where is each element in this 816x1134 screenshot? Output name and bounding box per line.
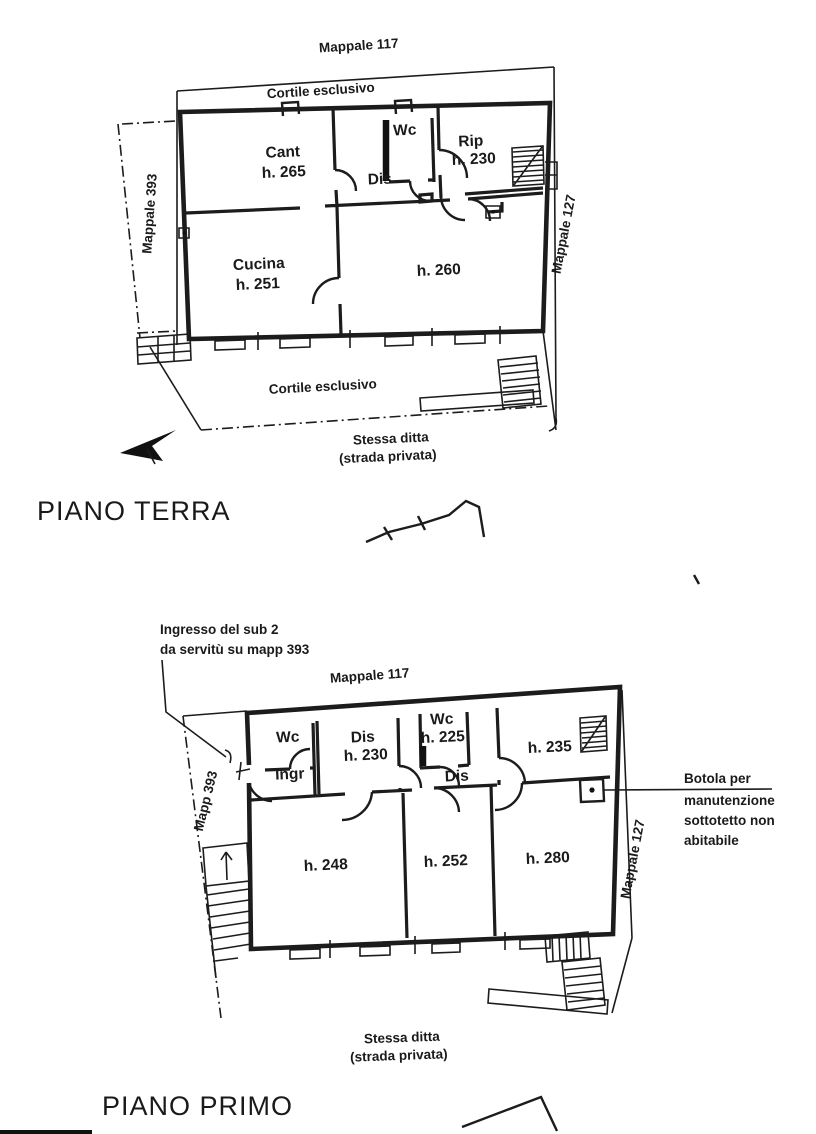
room-dis-mid-label: Dis: [444, 767, 469, 785]
room-ingr-label: Ingr: [275, 765, 305, 783]
north-arrow-tail: [146, 448, 156, 465]
ground-rip-staircase: [511, 145, 545, 187]
room-260-height: h. 260: [416, 261, 461, 280]
boundary-zigzag-mark-top: [365, 499, 486, 544]
room-dis-left-label: Dis: [350, 728, 375, 746]
first-parcel-right-label: Mappale 127: [618, 818, 648, 900]
botola-hatch-dot: [589, 787, 595, 793]
entrance-note-line2: da servitù su mapp 393: [160, 642, 310, 657]
ground-courtyard-bottom-label: Cortile esclusivo: [268, 376, 377, 397]
ground-parcel-left-label: Mappale 393: [139, 173, 160, 255]
room-wc-left-label: Wc: [276, 728, 300, 746]
ground-door-arcs: [311, 148, 492, 305]
ground-dashed-boundary-lines: [117, 120, 550, 431]
first-exterior-walls: [244, 684, 623, 952]
first-floor-title: PIANO PRIMO: [102, 1091, 293, 1121]
room-rip-height: h. 230: [451, 150, 496, 169]
ground-parcel-right-label: Mappale 127: [549, 193, 579, 275]
room-280-height: h. 280: [525, 849, 570, 868]
ground-parcel-boundary-lines: [149, 66, 558, 432]
entrance-note-line1: Ingresso del sub 2: [160, 622, 279, 637]
first-exterior-stair-left: [202, 842, 252, 979]
ground-exterior-stair-left: [136, 333, 192, 365]
room-252-height: h. 252: [423, 852, 468, 871]
hatch-note-line1: Botola per: [684, 771, 752, 786]
ground-chimney-blocks: [280, 98, 414, 117]
boundary-zigzag-mark-bottom: [461, 1095, 559, 1132]
room-cucina-label: Cucina: [233, 255, 286, 274]
first-door-arcs: [247, 747, 527, 822]
room-wc-label: Wc: [393, 121, 417, 139]
hatch-note-line3: sottotetto non: [684, 813, 775, 828]
room-wc-mid-height: h. 225: [420, 728, 465, 747]
ground-floor-title: PIANO TERRA: [37, 496, 231, 526]
entrance-note-leader-line: [161, 659, 232, 764]
first-window-sills: [289, 932, 551, 960]
room-dis-left-height: h. 230: [343, 746, 388, 765]
room-235-height: h. 235: [527, 738, 572, 757]
first-parcel-top-label: Mappale 117: [329, 665, 409, 686]
ground-parcel-top-label: Mappale 117: [319, 36, 399, 56]
room-cant-height: h. 265: [261, 163, 306, 182]
botola-hatch-symbol: [578, 777, 606, 804]
room-cucina-height: h. 251: [235, 275, 280, 294]
hatch-note-leader-line: [603, 788, 773, 791]
scan-edge-artifact: [0, 1130, 92, 1134]
ground-street-line1: Stessa ditta: [353, 429, 430, 447]
room-dis-label: Dis: [367, 170, 392, 188]
first-exterior-stair-right: [544, 931, 606, 1011]
ground-street-line2: (strada privata): [339, 447, 437, 466]
ground-courtyard-top-label: Cortile esclusivo: [266, 80, 375, 102]
first-parcel-boundary-lines: [182, 689, 633, 1015]
first-street-line2: (strada privata): [350, 1046, 448, 1064]
first-interior-walls: [250, 707, 611, 939]
first-street-line1: Stessa ditta: [364, 1029, 441, 1047]
first-attic-stair: [579, 715, 608, 753]
first-floor-plan: Ingresso del sub 2 da servitù su mapp 39…: [0, 622, 775, 1134]
tiny-tick-mark: [692, 574, 701, 585]
hatch-note-line2: manutenzione: [684, 793, 775, 808]
hatch-note-line4: abitabile: [684, 833, 739, 848]
room-cant-label: Cant: [265, 143, 300, 161]
ground-wall-mark-dot-right: [491, 210, 495, 214]
room-wc-mid-label: Wc: [430, 710, 454, 728]
north-arrow-icon: [120, 430, 176, 461]
ground-exterior-walls: [177, 100, 553, 342]
ground-window-sills: [178, 161, 558, 351]
ground-wall-mark-dot-left: [182, 231, 186, 235]
room-rip-label: Rip: [458, 132, 484, 150]
ground-interior-walls: [185, 105, 544, 335]
ground-floor-plan: Mappale 117 Cortile esclusivo Mappale 39…: [37, 36, 701, 585]
first-parcel-left-label: Mapp 393: [191, 769, 221, 833]
ground-exterior-stair-right: [419, 355, 542, 412]
room-248-height: h. 248: [303, 856, 348, 875]
